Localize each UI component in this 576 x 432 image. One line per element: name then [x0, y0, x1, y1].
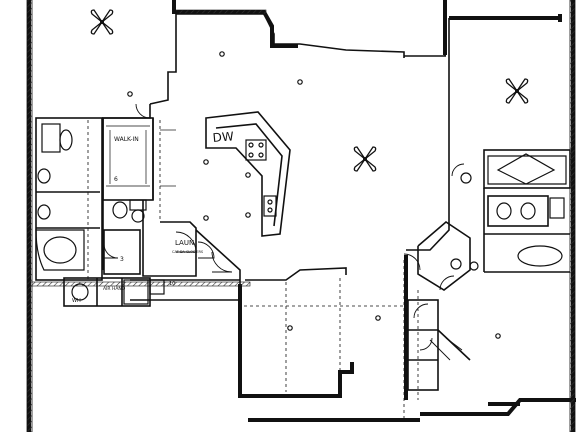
label-laun-note: CAT DA CLOSIERS	[172, 250, 204, 254]
label-laun: LAUN	[175, 239, 194, 247]
label-air-hand: AIR HAND	[103, 286, 126, 292]
exterior-wall-hatch-bottom	[29, 281, 251, 287]
ceiling-fan-icon	[505, 78, 529, 104]
interior-walls	[35, 0, 571, 391]
ceiling-light-icon	[203, 215, 209, 221]
label-walkin: WALK-IN	[114, 136, 139, 143]
ceiling-light-icon	[245, 212, 251, 218]
sink-icon	[263, 195, 277, 217]
right-bath-fixtures	[450, 153, 567, 271]
toilet-icon	[460, 172, 472, 184]
label-num-3: 3	[120, 256, 124, 263]
sink-icon	[496, 202, 512, 220]
ceiling-light-icon	[245, 172, 251, 178]
ceiling-fan-icon	[353, 146, 377, 172]
sink-icon	[37, 204, 51, 220]
kitchen-fixtures	[245, 139, 277, 217]
label-wh: WH	[72, 298, 81, 304]
exterior-wall-hatch-left	[26, 0, 33, 432]
dashed-lines	[87, 120, 419, 420]
label-dw: DW	[212, 129, 234, 145]
water-heater	[71, 283, 89, 301]
label-num-6: 6	[114, 176, 118, 183]
ceiling-light-icon	[127, 91, 133, 97]
ceiling-light-icon	[219, 51, 225, 57]
ceiling-fan-icon	[90, 9, 114, 35]
ceiling-light-icon	[375, 315, 381, 321]
ceiling-light-icon	[495, 333, 501, 339]
door-swing-icon	[103, 103, 465, 361]
ceiling-light-icon	[203, 159, 209, 165]
ceiling-light-icon	[287, 325, 293, 331]
exterior-walls	[27, 0, 576, 432]
sink-icon	[520, 202, 536, 220]
left-bath-fixtures	[35, 123, 147, 271]
exterior-wall-hatch-right	[569, 0, 576, 432]
mechanical	[71, 279, 165, 305]
sink-icon	[112, 201, 128, 219]
bathtub-icon	[35, 229, 85, 271]
ceiling-light-icon	[297, 79, 303, 85]
sink-icon	[37, 168, 51, 184]
bathtub-icon	[487, 155, 567, 185]
ceiling-lights	[127, 51, 501, 339]
label-num-10: 10	[169, 281, 175, 287]
closet-shelves	[106, 125, 176, 187]
cooktop	[245, 139, 267, 161]
